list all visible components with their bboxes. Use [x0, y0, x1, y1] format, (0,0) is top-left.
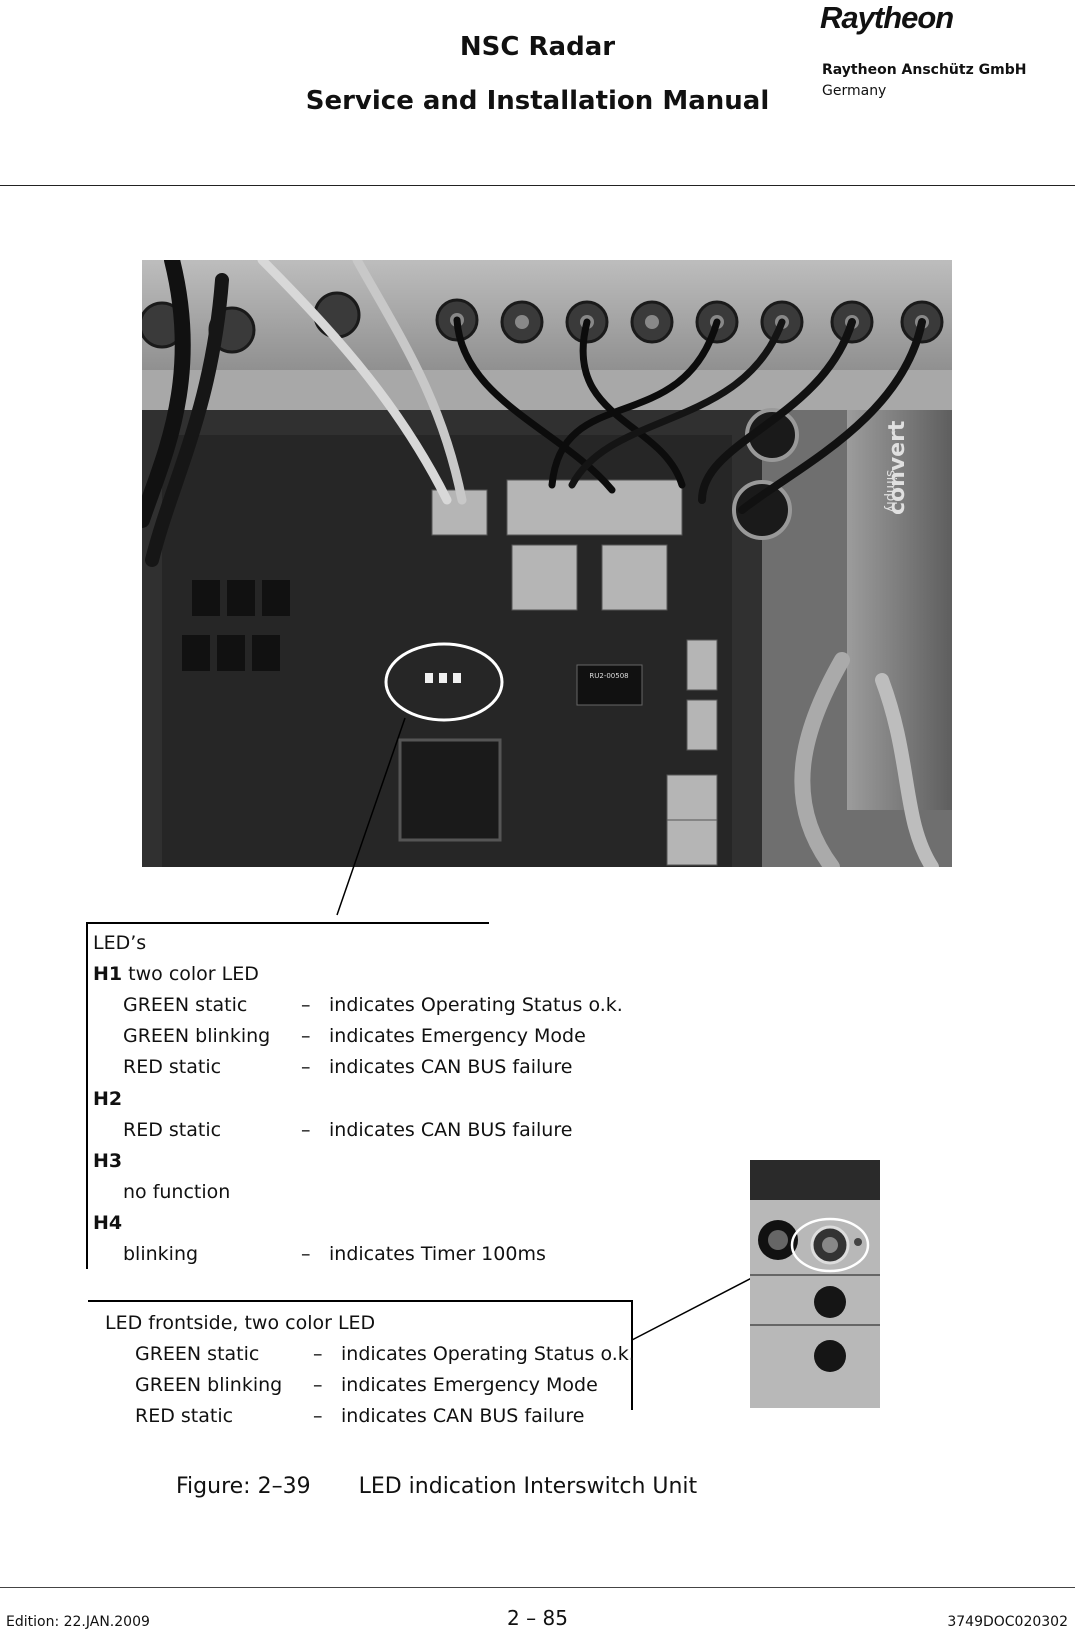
h1-row-state: GREEN static: [123, 994, 248, 1016]
front-box-right-border: [631, 1300, 633, 1410]
front-row-state: GREEN static: [135, 1343, 260, 1365]
raytheon-logo: Raytheon: [820, 0, 954, 35]
converter-label: convert: [885, 420, 910, 515]
h1-row-state: RED static: [123, 1056, 222, 1078]
h3-label: H3: [93, 1150, 123, 1172]
h2-row-meaning: indicates CAN BUS failure: [329, 1119, 573, 1141]
front-row-meaning: indicates Operating Status o.k.: [341, 1343, 635, 1365]
h2-label: H2: [93, 1088, 123, 1110]
company-country: Germany: [822, 83, 887, 99]
h2-row-state: RED static: [123, 1119, 222, 1141]
front-row-dash: –: [313, 1374, 323, 1396]
h2-row-dash: –: [301, 1119, 311, 1141]
footer-divider: [0, 1587, 1075, 1588]
h3-desc: no function: [123, 1181, 231, 1203]
h4-row-dash: –: [301, 1243, 311, 1265]
front-row-state: GREEN blinking: [135, 1374, 283, 1396]
h1-label: H1: [93, 963, 123, 985]
h1-row-state: GREEN blinking: [123, 1025, 271, 1047]
h1-row-meaning: indicates CAN BUS failure: [329, 1056, 573, 1078]
front-row-meaning: indicates CAN BUS failure: [341, 1405, 585, 1427]
h1-row-dash: –: [301, 1025, 311, 1047]
front-heading: LED frontside, two color LED: [105, 1312, 376, 1334]
document-number: 3749DOC020302: [947, 1614, 1068, 1630]
figure-caption: Figure: 2–39 LED indication Interswitch …: [176, 1474, 697, 1499]
manual-product-title: NSC Radar: [459, 32, 616, 62]
legend-h1: H1 two color LED: [93, 959, 259, 990]
header-divider: [0, 185, 1075, 186]
front-row-dash: –: [313, 1405, 323, 1427]
front-row-state: RED static: [135, 1405, 234, 1427]
converter-brand-label: simply: [883, 470, 898, 513]
h1-desc: two color LED: [128, 963, 259, 985]
front-row-dash: –: [313, 1343, 323, 1365]
page-number: 2 – 85: [507, 1606, 568, 1630]
h1-row-dash: –: [301, 994, 311, 1016]
circuit-board-photo: RU2-00508 convert simply: [142, 260, 952, 867]
h1-row-meaning: indicates Operating Status o.k.: [329, 994, 623, 1016]
legend-top-border: [86, 922, 489, 924]
front-panel-photo: [750, 1160, 880, 1408]
manual-title: Service and Installation Manual: [305, 86, 770, 116]
h4-label: H4: [93, 1212, 123, 1234]
company-name: Raytheon Anschütz GmbH: [822, 62, 1027, 78]
figure-title: LED indication Interswitch Unit: [358, 1474, 698, 1499]
front-row-meaning: indicates Emergency Mode: [341, 1374, 598, 1396]
h4-row-state: blinking: [123, 1243, 199, 1265]
h1-row-meaning: indicates Emergency Mode: [329, 1025, 586, 1047]
front-box-top-border: [88, 1300, 632, 1302]
legend-heading: LED’s: [93, 932, 147, 954]
figure-number: Figure: 2–39: [176, 1474, 311, 1499]
edition-date: Edition: 22.JAN.2009: [6, 1614, 150, 1630]
h4-row-meaning: indicates Timer 100ms: [329, 1243, 546, 1265]
legend-left-border: [86, 922, 88, 1269]
recom-chip-label: RU2-00508: [589, 672, 628, 680]
h1-row-dash: –: [301, 1056, 311, 1078]
